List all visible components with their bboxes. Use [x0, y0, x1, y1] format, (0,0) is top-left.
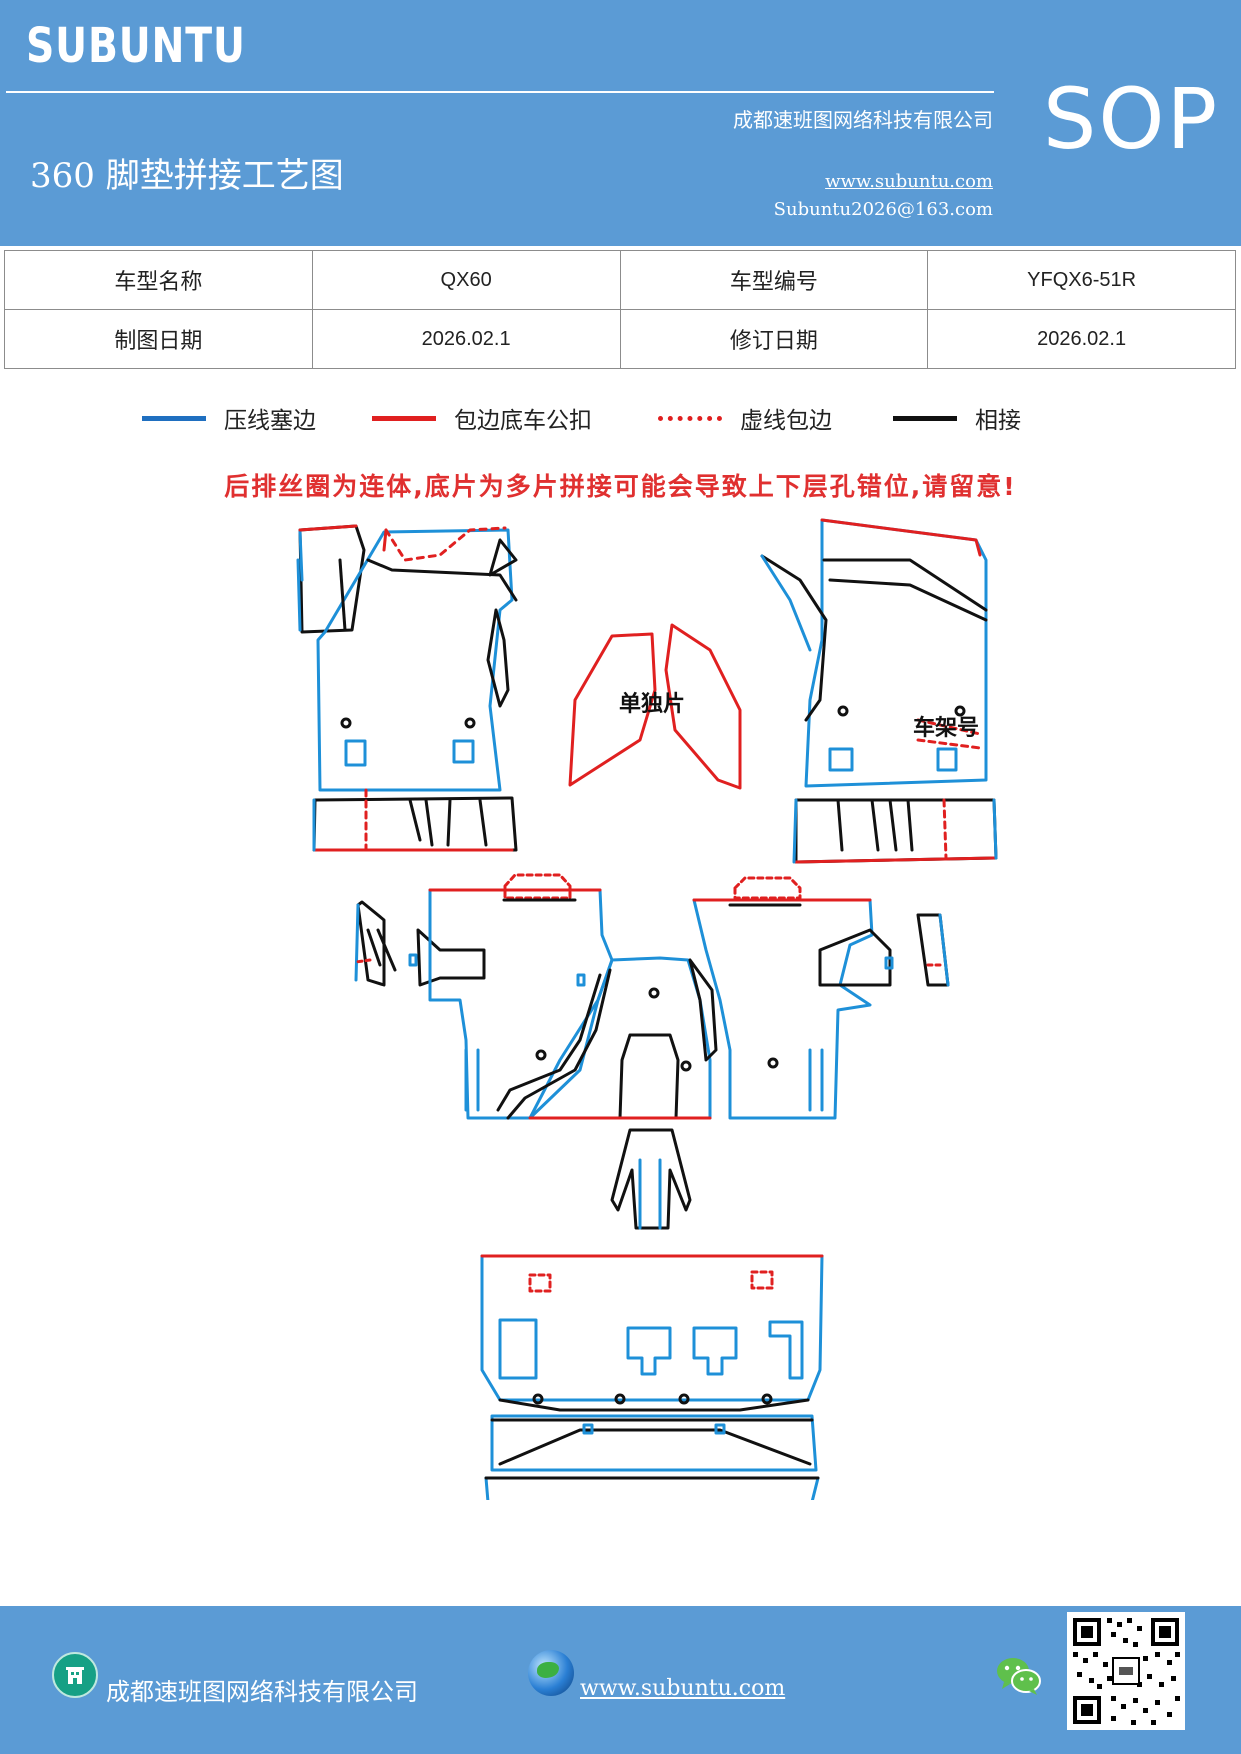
model-code-label: 车型编号	[619, 250, 929, 310]
legend-label: 虚线包边	[740, 408, 832, 434]
frame-number-label: 车架号	[913, 715, 979, 741]
rear-trunk-mat	[480, 1254, 824, 1500]
header-banner: SUBUNTU 成都速班图网络科技有限公司 360 脚垫拼接工艺图 www.su…	[0, 0, 1241, 246]
front-right-mat: 车架号	[760, 518, 998, 864]
footer-company-name: 成都速班图网络科技有限公司	[106, 1678, 418, 1706]
front-left-mat	[296, 524, 518, 852]
revision-date-label: 修订日期	[619, 309, 929, 369]
legend-label: 压线塞边	[224, 408, 316, 434]
warning-text: 后排丝圈为连体,底片为多片拼接可能会导致上下层孔错位,请留意!	[224, 472, 1017, 501]
legend-swatch-black	[893, 415, 957, 421]
legend-swatch-red	[372, 415, 436, 421]
single-pieces: 单独片	[568, 623, 742, 790]
draw-date-value: 2026.02.1	[311, 309, 621, 369]
brand-logo: SUBUNTU	[26, 18, 246, 74]
globe-icon	[528, 1650, 574, 1696]
qr-code-icon	[1067, 1612, 1185, 1730]
company-name: 成都速班图网络科技有限公司	[733, 108, 993, 132]
single-piece-label: 单独片	[619, 692, 685, 717]
revision-date-value: 2026.02.1	[927, 309, 1236, 369]
rear-left-mat	[354, 873, 614, 1120]
model-code-value: YFQX6-51R	[927, 250, 1236, 310]
model-name-label: 车型名称	[4, 250, 313, 310]
website-link[interactable]: www.subuntu.com	[825, 171, 993, 192]
model-name-value: QX60	[311, 250, 621, 310]
legend-item-edge-buckle: 包边底车公扣	[372, 400, 592, 436]
legend-swatch-blue	[142, 415, 206, 421]
legend-item-joint: 相接	[893, 400, 1021, 436]
center-connector-piece	[610, 1128, 692, 1230]
legend-label: 相接	[975, 408, 1021, 434]
email-address: Subuntu2026@163.com	[773, 199, 993, 220]
floor-mat-diagram: 单独片 车架号	[296, 518, 998, 1500]
vehicle-info-table: 车型名称 QX60 车型编号 YFQX6-51R 制图日期 2026.02.1 …	[4, 250, 1236, 369]
table-row: 车型名称 QX60 车型编号 YFQX6-51R	[4, 250, 1236, 310]
header-divider	[6, 91, 994, 93]
legend-label: 包边底车公扣	[454, 408, 592, 434]
rear-right-mat	[692, 876, 950, 1120]
building-icon	[52, 1652, 98, 1698]
sop-badge: SOP	[1043, 70, 1220, 168]
legend-item-press-line: 压线塞边	[142, 400, 316, 436]
wechat-icon[interactable]	[996, 1656, 1042, 1700]
legend-swatch-red-dotted	[658, 415, 722, 421]
document-title: 360 脚垫拼接工艺图	[30, 156, 344, 196]
draw-date-label: 制图日期	[4, 309, 313, 369]
table-row: 制图日期 2026.02.1 修订日期 2026.02.1	[4, 309, 1236, 369]
legend-item-dotted-edge: 虚线包边	[658, 400, 832, 436]
footer-banner: 成都速班图网络科技有限公司 www.subuntu.com	[0, 1606, 1241, 1754]
footer-website-link[interactable]: www.subuntu.com	[580, 1676, 786, 1701]
center-tunnel-mat	[496, 956, 718, 1120]
